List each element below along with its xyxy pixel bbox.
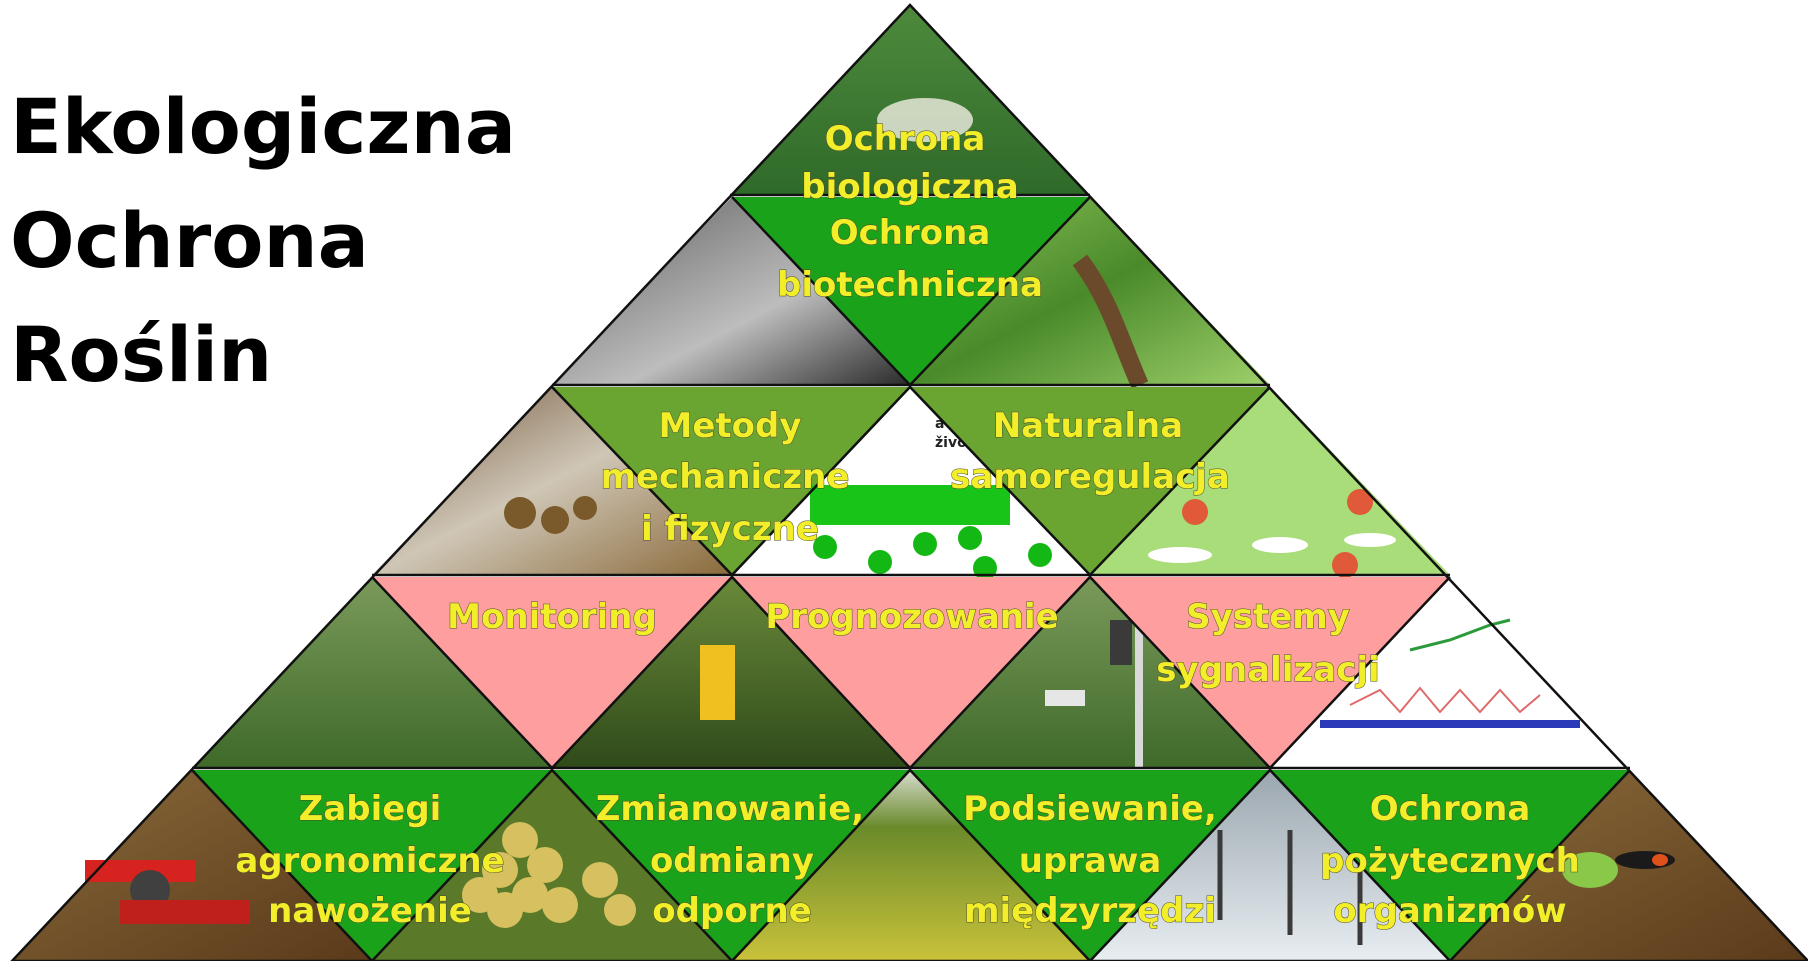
svg-text:sygnalizacji: sygnalizacji (1156, 650, 1379, 690)
svg-text:samoregulacja: samoregulacja (950, 457, 1230, 497)
svg-text:Zmianowanie,: Zmianowanie, (596, 789, 864, 829)
svg-text:Metody: Metody (658, 406, 801, 446)
svg-text:Prognozowanie: Prognozowanie (765, 597, 1058, 637)
svg-text:biologiczna: biologiczna (801, 167, 1018, 207)
svg-text:Systemy: Systemy (1186, 597, 1350, 637)
svg-text:organizmów: organizmów (1333, 891, 1566, 931)
svg-text:Monitoring: Monitoring (447, 597, 657, 637)
svg-text:Naturalna: Naturalna (993, 406, 1183, 446)
svg-text:Ochrona: Ochrona (830, 213, 991, 253)
svg-text:Ochrona: Ochrona (825, 119, 986, 159)
svg-text:Podsiewanie,: Podsiewanie, (963, 789, 1217, 829)
svg-text:agronomiczne: agronomiczne (235, 841, 504, 881)
svg-text:międzyrzędzi: międzyrzędzi (964, 891, 1216, 931)
label-monitoring: Monitoring (447, 597, 657, 637)
svg-text:Ochrona: Ochrona (1370, 789, 1531, 829)
svg-text:odporne: odporne (652, 891, 811, 931)
svg-text:Zabiegi: Zabiegi (299, 789, 442, 829)
svg-text:i fizyczne: i fizyczne (641, 509, 819, 549)
svg-text:odmiany: odmiany (650, 841, 814, 881)
svg-text:nawożenie: nawożenie (268, 891, 472, 931)
label-prognozowanie: Prognozowanie (765, 597, 1058, 637)
svg-text:mechaniczne: mechaniczne (601, 457, 850, 497)
svg-text:biotechniczna: biotechniczna (777, 265, 1043, 305)
svg-text:uprawa: uprawa (1019, 841, 1162, 881)
photo-yellow-trap (700, 645, 735, 720)
svg-text:pożytecznych: pożytecznych (1320, 841, 1580, 881)
